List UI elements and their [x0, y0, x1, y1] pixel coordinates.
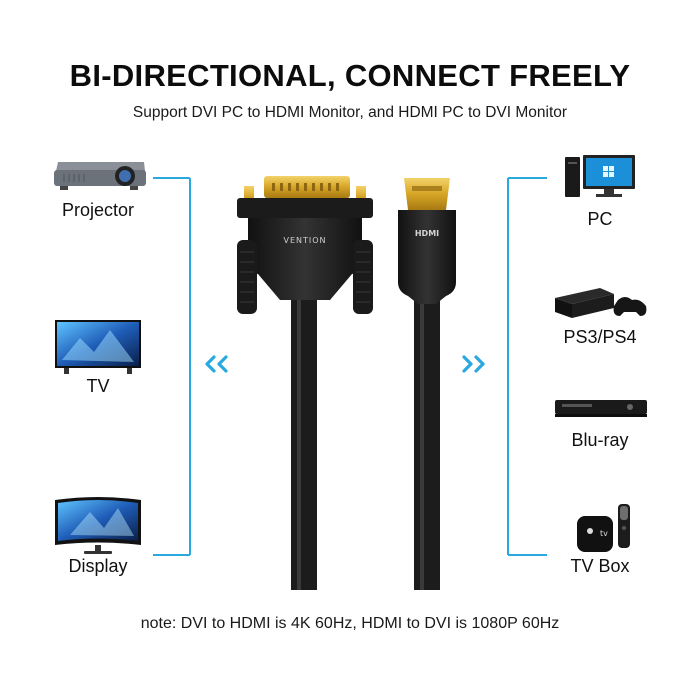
dvi-connector: VENTION	[237, 176, 373, 590]
right-bracket	[507, 177, 547, 556]
footnote: note: DVI to HDMI is 4K 60Hz, HDMI to DV…	[140, 615, 560, 632]
pc-icon	[565, 155, 635, 197]
device-label-projector: Projector	[61, 200, 135, 220]
tv-box-icon: tv	[577, 504, 630, 552]
svg-text:tv: tv	[600, 529, 608, 538]
display-icon	[55, 497, 141, 554]
tv-icon	[55, 320, 141, 374]
device-label-bluray: Blu-ray	[571, 430, 629, 450]
dvi-brand-text: VENTION	[283, 236, 326, 245]
right-chevron-icon	[462, 355, 485, 373]
page-title: BI-DIRECTIONAL, CONNECT FREELY	[69, 58, 631, 93]
device-label-pc: PC	[587, 209, 613, 229]
device-label-ps3-ps4: PS3/PS4	[563, 327, 637, 347]
console-icon	[555, 288, 647, 318]
left-bracket	[153, 177, 191, 556]
left-chevron-icon	[205, 355, 228, 373]
device-label-display: Display	[68, 556, 128, 576]
hdmi-connector: HDMI	[398, 178, 456, 590]
page-subtitle: Support DVI PC to HDMI Monitor, and HDMI…	[132, 104, 568, 121]
hdmi-mark-text: HDMI	[415, 229, 439, 238]
device-label-tv-box: TV Box	[570, 556, 630, 576]
projector-icon	[54, 162, 146, 190]
device-label-tv: TV	[86, 376, 110, 396]
bluray-player-icon	[555, 400, 647, 417]
